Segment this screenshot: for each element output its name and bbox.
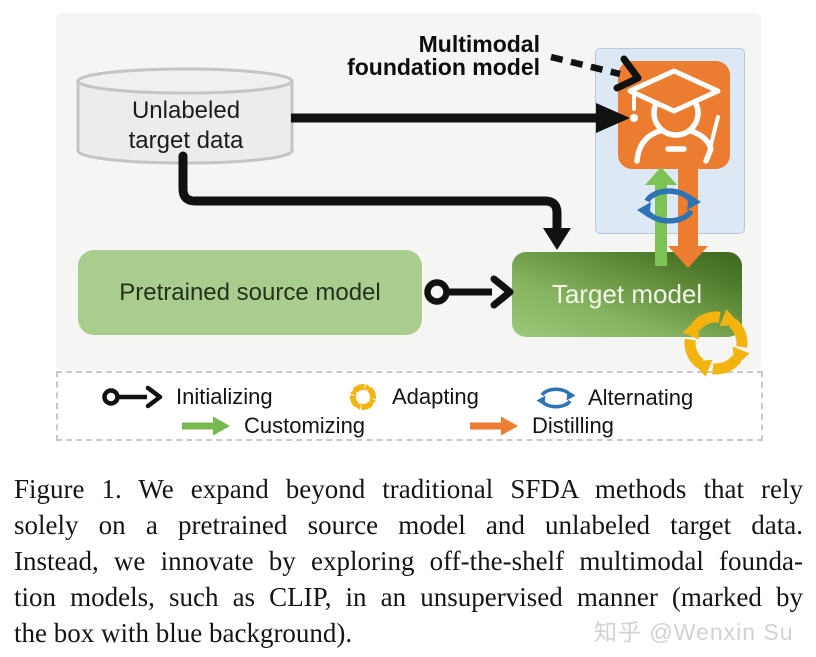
- caption-line: Figure 1. We expand beyond traditional S…: [14, 474, 803, 504]
- foundation-label-line1: Multimodal: [418, 31, 540, 57]
- caption-line: the box with blue background).: [14, 618, 353, 648]
- legend-label-distilling: Distilling: [532, 413, 614, 438]
- target-model-box: Target model: [512, 252, 742, 337]
- alternating-icon: [536, 387, 576, 409]
- graduate-icon: [627, 68, 721, 164]
- legend-item-customizing: Customizing: [180, 411, 365, 441]
- unlabeled-data-line2: target data: [128, 127, 244, 154]
- foundation-model-tile: [618, 61, 730, 169]
- unlabeled-data-line1: Unlabeled: [131, 97, 241, 124]
- legend-box: [56, 371, 763, 441]
- caption-line: solely on a pretrained source model and …: [14, 510, 803, 540]
- customizing-icon: [182, 416, 230, 436]
- distilling-icon: [470, 416, 518, 436]
- unlabeled-data-label: Unlabeled target data: [88, 96, 284, 156]
- caption-line: tion models, such as CLIP, in an unsuper…: [14, 582, 803, 612]
- legend-item-alternating: Alternating: [536, 383, 693, 413]
- source-model-label: Pretrained source model: [119, 278, 381, 306]
- legend-item-initializing: Initializing: [102, 382, 273, 412]
- legend-label-adapting: Adapting: [392, 384, 479, 409]
- caption-line: Instead, we innovate by exploring off-th…: [14, 546, 803, 576]
- legend-item-adapting: Adapting: [346, 382, 479, 412]
- adapting-icon: [349, 383, 377, 411]
- legend-label-alternating: Alternating: [588, 385, 694, 410]
- foundation-label-line2: foundation model: [347, 54, 540, 80]
- legend-label-initializing: Initializing: [176, 384, 273, 409]
- initializing-icon: [102, 385, 163, 409]
- watermark: 知乎 @Wenxin Su: [594, 619, 794, 645]
- legend-item-distilling: Distilling: [468, 411, 614, 441]
- figure-caption: Figure 1. We expand beyond traditional S…: [14, 471, 803, 651]
- target-model-label: Target model: [551, 279, 703, 309]
- source-model-box: Pretrained source model: [78, 250, 422, 335]
- foundation-model-label: Multimodal foundation model: [290, 33, 540, 79]
- legend-label-customizing: Customizing: [244, 413, 366, 438]
